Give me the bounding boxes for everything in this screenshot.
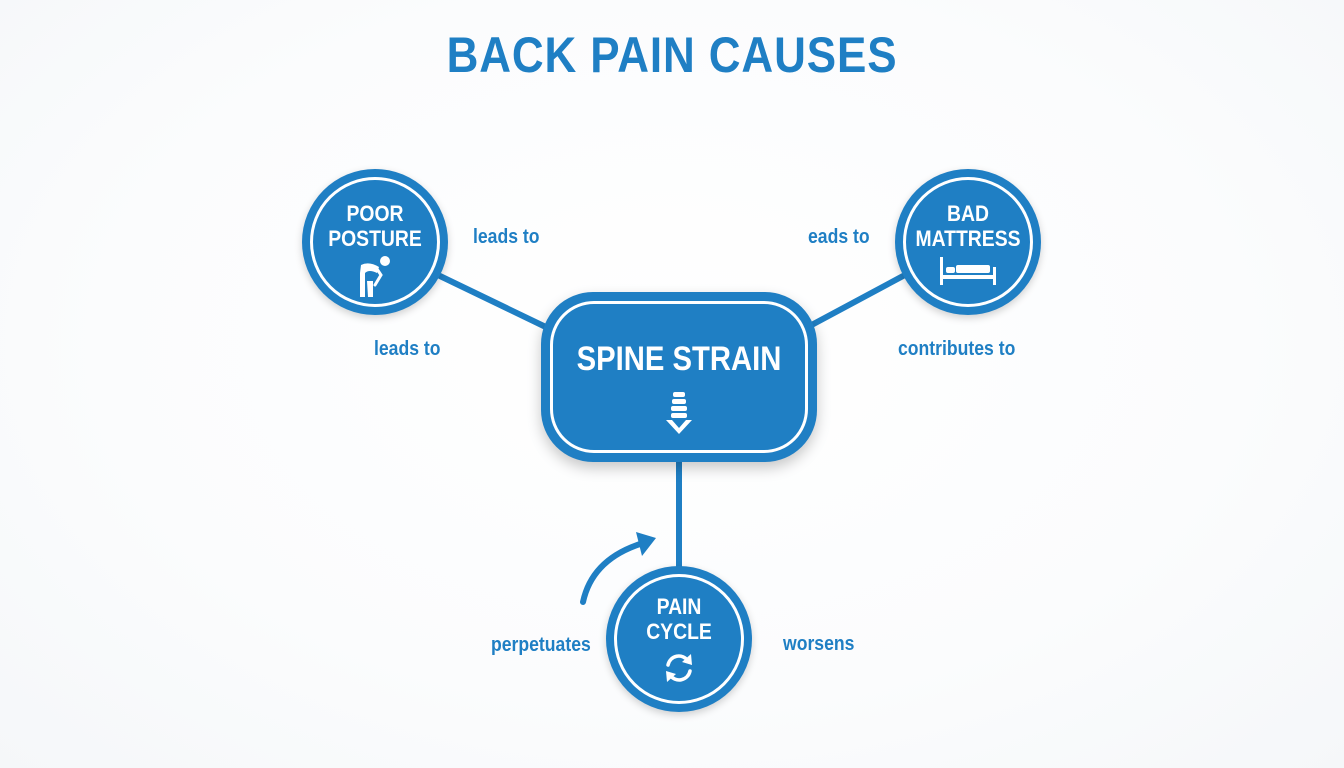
node-bad-mattress-line2: MATTRESS [915,226,1021,251]
node-bad-mattress: BAD MATTRESS [895,169,1041,315]
edge-label-mattress-lower: contributes to [898,338,1016,360]
node-spine-strain: SPINE STRAIN [541,292,817,462]
node-pain-cycle-line2: CYCLE [646,619,712,644]
node-spine-strain-label: SPINE STRAIN [576,340,782,378]
curved-arrow-icon [580,532,656,605]
cycle-arrows-icon [666,654,692,682]
bent-person-icon [360,256,390,297]
node-pain-cycle: PAIN CYCLE [606,566,752,712]
node-poor-posture-line2: POSTURE [328,226,422,251]
edge-label-mattress-upper: eads to [808,226,870,248]
connector-mattress-to-strain [803,273,906,331]
node-poor-posture: POOR POSTURE [302,169,448,315]
bed-icon [940,257,996,285]
edge-label-posture-lower: leads to [374,338,441,360]
edge-label-cycle-left: perpetuates [491,634,591,656]
diagram-title: BACK PAIN CAUSES [446,27,898,83]
spine-icon [666,392,692,434]
edge-label-cycle-right: worsens [783,633,855,655]
node-poor-posture-line1: POOR [346,201,404,226]
node-bad-mattress-line1: BAD [947,201,989,226]
node-pain-cycle-line1: PAIN [656,594,702,619]
connector-posture-to-strain [437,273,555,333]
edge-label-posture-upper: leads to [473,226,540,248]
